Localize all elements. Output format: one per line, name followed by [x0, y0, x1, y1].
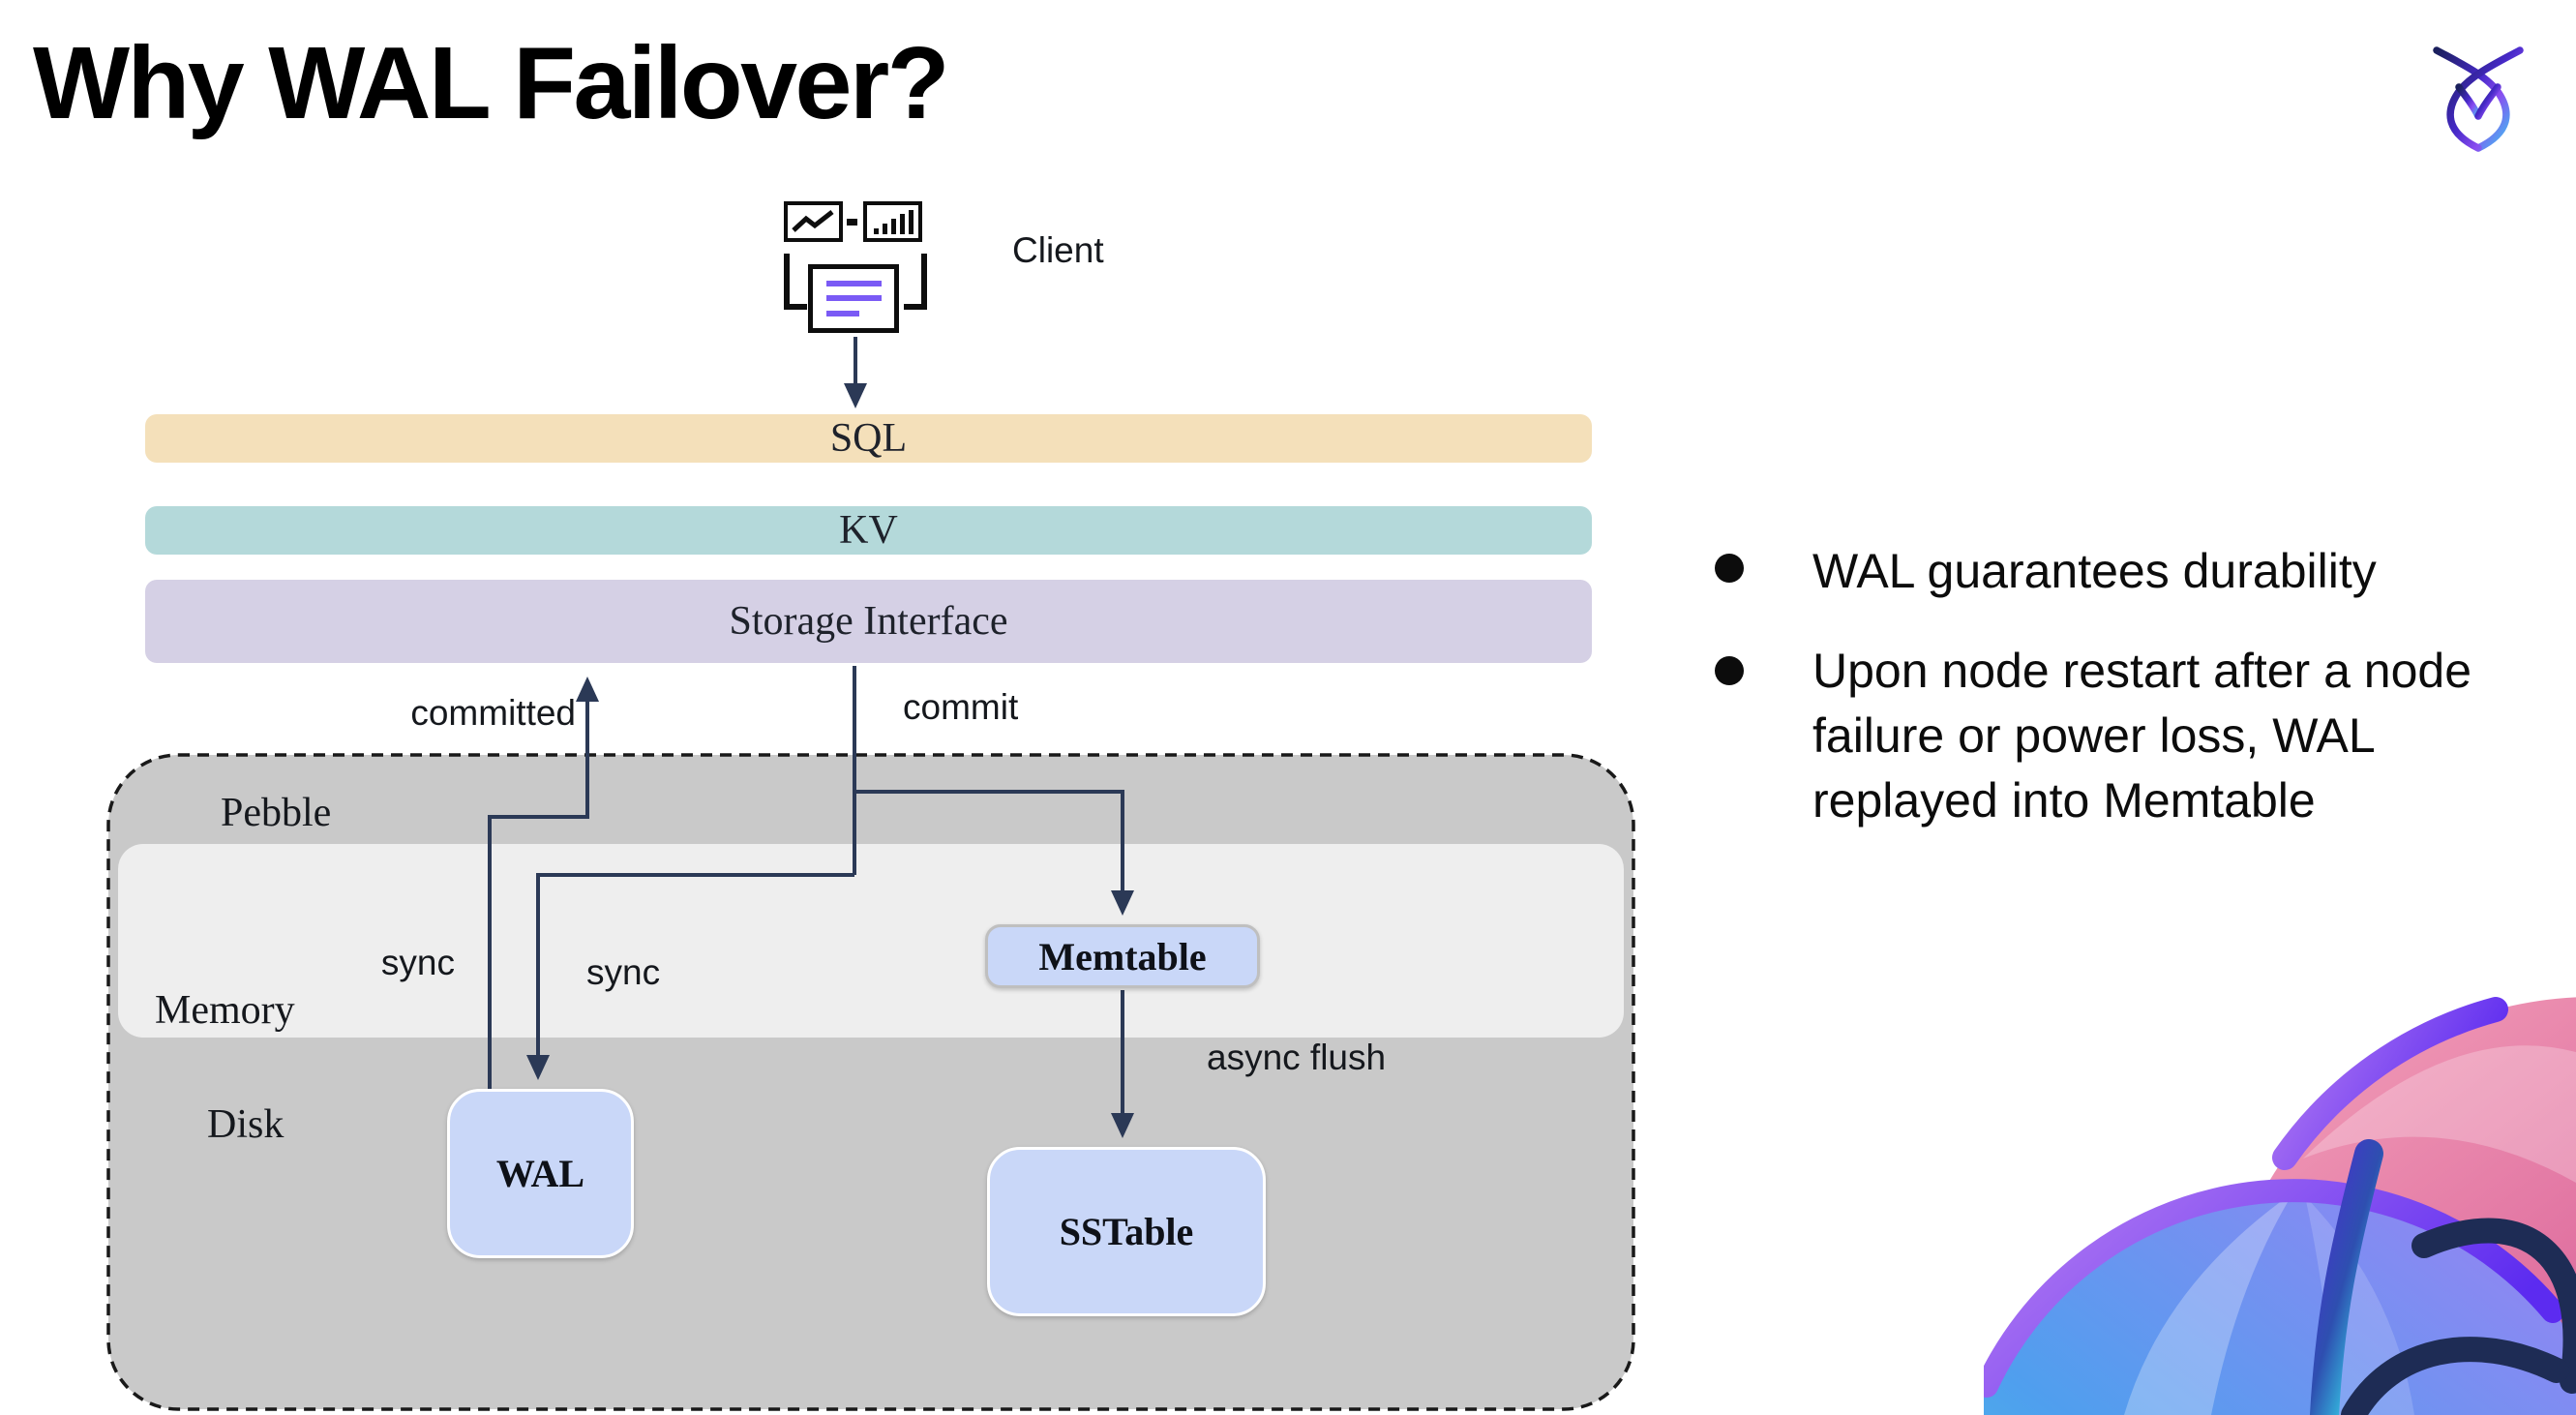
memtable-node-label: Memtable — [1038, 934, 1207, 978]
page-title: Why WAL Failover? — [33, 26, 950, 140]
layer-bar-kv-label: KV — [839, 508, 898, 553]
wal-node: WAL — [447, 1089, 634, 1258]
layer-bar-storage-label: Storage Interface — [729, 599, 1008, 644]
arrow-committed-up — [488, 677, 599, 1089]
disk-label: Disk — [207, 1102, 285, 1147]
edge-label-committed: committed — [410, 693, 576, 733]
bracket-left-icon — [784, 254, 807, 310]
memory-band — [118, 844, 1624, 1038]
bullet-dot — [1715, 656, 1744, 685]
layer-bar-sql: SQL — [145, 414, 1592, 463]
bar-chart-icon — [863, 201, 922, 242]
layer-bar-storage: Storage Interface — [145, 580, 1592, 663]
line-chart-icon — [784, 201, 843, 242]
brand-corner-graphic — [1984, 997, 2576, 1415]
wal-node-label: WAL — [495, 1152, 585, 1195]
bullet-item: WAL guarantees durability — [1812, 544, 2377, 598]
bullet-dot — [1715, 554, 1744, 583]
sstable-node-label: SSTable — [1059, 1210, 1194, 1253]
client-label: Client — [1012, 230, 1104, 270]
dash-connector — [847, 219, 857, 226]
arrow-sync-to-wal — [526, 873, 854, 1080]
edge-label-sync-committed: sync — [380, 943, 455, 982]
diagram-arrows — [488, 337, 1134, 1138]
document-line — [826, 295, 882, 301]
bullet-item: Upon node restart after a node failure o… — [1812, 644, 2472, 828]
client-icon — [784, 201, 927, 337]
edge-label-async-flush: async flush — [1207, 1038, 1387, 1077]
document-icon — [808, 264, 899, 333]
edge-label-sync-wal: sync — [586, 952, 661, 992]
pebble-label: Pebble — [221, 791, 332, 835]
memory-label: Memory — [155, 988, 295, 1033]
arrow-commit-to-memtable — [854, 790, 1134, 916]
layer-bar-sql-label: SQL — [829, 416, 908, 461]
sstable-node: SSTable — [987, 1147, 1266, 1316]
bracket-right-icon — [904, 254, 927, 310]
document-line — [826, 281, 882, 286]
memtable-node: Memtable — [985, 924, 1260, 988]
edge-label-commit: commit — [903, 687, 1019, 727]
document-line — [826, 311, 859, 316]
cockroachdb-logo-icon — [2433, 46, 2524, 152]
layer-bar-kv: KV — [145, 506, 1592, 555]
